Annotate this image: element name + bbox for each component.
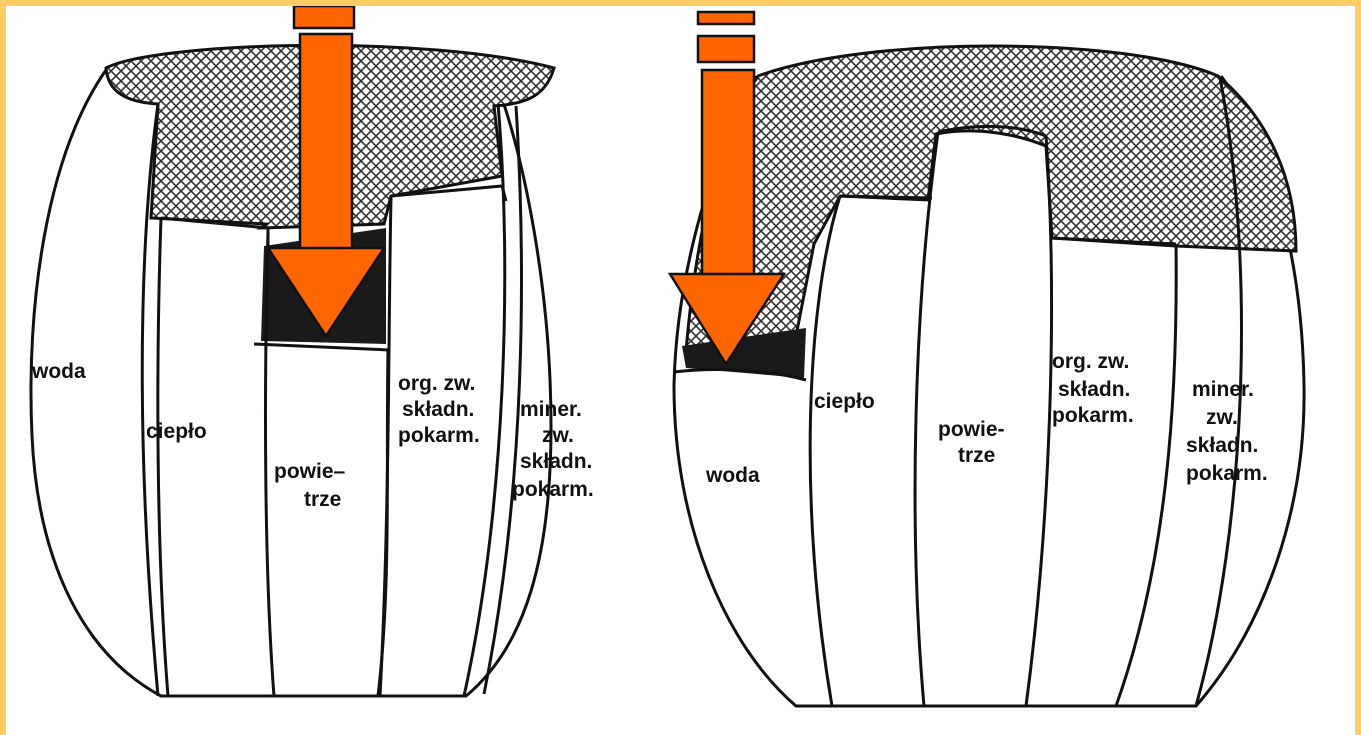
stave-cieplo-r-top <box>840 196 932 198</box>
label-miner-3: składn. <box>520 450 592 473</box>
label-org-3: pokarm. <box>398 424 480 447</box>
barrel-left: woda ciepło powie– trze org. zw. składn.… <box>31 6 594 696</box>
label-powietrze-r-2: trze <box>958 444 995 467</box>
label-miner-1: miner. <box>520 398 582 421</box>
label-miner-2: zw. <box>542 424 574 447</box>
label-miner-r-1: miner. <box>1192 378 1254 401</box>
barrel-right: woda ciepło powie- trze org. zw. składn.… <box>670 12 1304 706</box>
label-miner-4: pokarm. <box>512 478 594 501</box>
label-miner-r-3: składn. <box>1186 434 1258 457</box>
label-powietrze-1: powie– <box>274 460 346 483</box>
label-woda: woda <box>31 360 86 383</box>
barrels-diagram: woda ciepło powie– trze org. zw. składn.… <box>6 6 1355 735</box>
label-org-2: składn. <box>402 398 474 421</box>
label-org-r-3: pokarm. <box>1052 404 1134 427</box>
label-cieplo: ciepło <box>146 420 207 443</box>
label-powietrze-2: trze <box>304 488 341 511</box>
label-cieplo-r: ciepło <box>814 390 875 413</box>
label-woda-r: woda <box>705 464 760 487</box>
label-org-r-2: składn. <box>1058 378 1130 401</box>
label-powietrze-r-1: powie- <box>938 418 1005 441</box>
label-miner-r-4: pokarm. <box>1186 462 1268 485</box>
label-org-r-1: org. zw. <box>1052 350 1129 373</box>
label-miner-r-2: zw. <box>1206 406 1238 429</box>
label-org-1: org. zw. <box>398 372 475 395</box>
